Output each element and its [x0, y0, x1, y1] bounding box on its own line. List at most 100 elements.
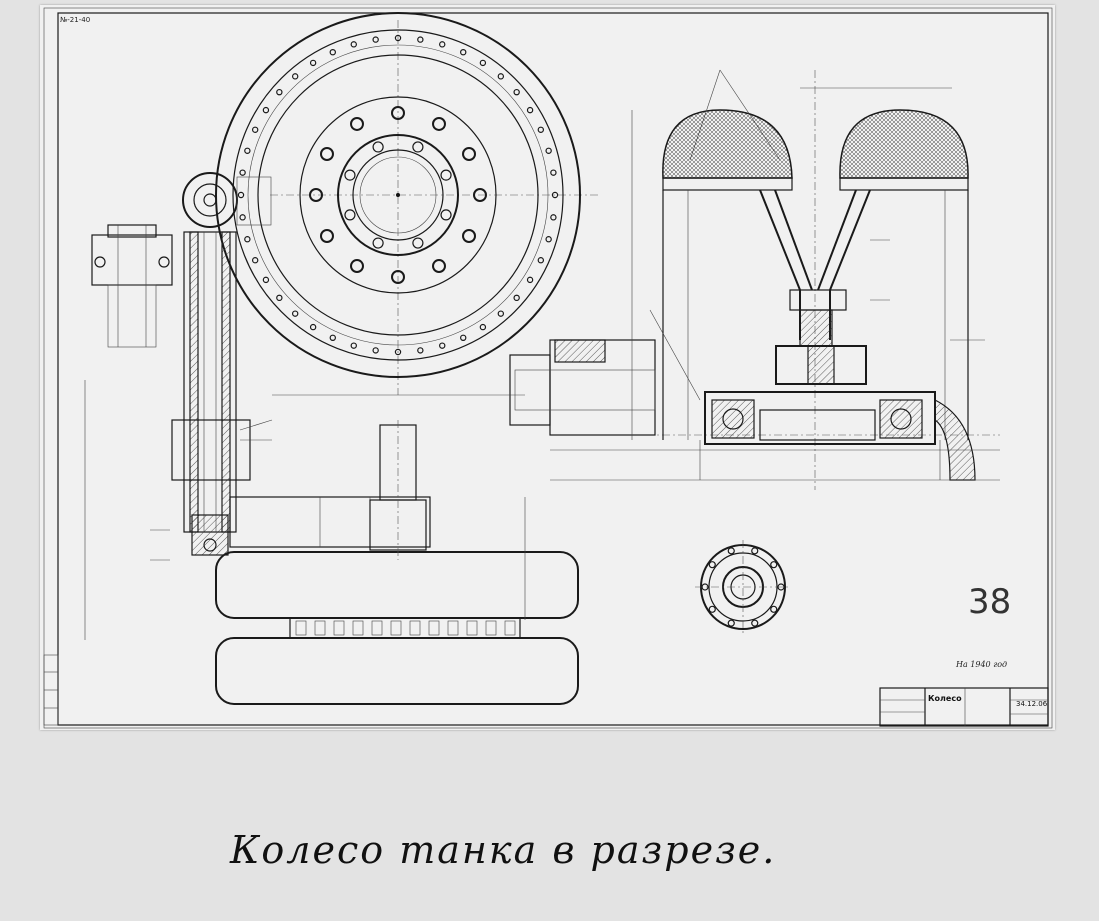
- rim-hole: [439, 342, 446, 349]
- dimension-lines: [84, 87, 952, 640]
- hub-bolt: [462, 229, 477, 243]
- hub-bolt: [432, 116, 446, 131]
- photo-caption: Колесо танка в разрезе.: [230, 828, 777, 872]
- rim-hole: [417, 347, 424, 354]
- ring-lug: [751, 619, 759, 627]
- hub-bolt: [473, 188, 487, 202]
- hub-bolt: [391, 106, 405, 120]
- hub-bolt: [319, 229, 334, 243]
- track-guide: [447, 620, 459, 636]
- sheet-frame-inner: [43, 7, 1053, 729]
- rim-bolt-holes: [237, 34, 559, 356]
- track-guide: [295, 620, 307, 636]
- handwritten-number: 38: [968, 582, 1012, 622]
- rim-hole: [372, 36, 379, 43]
- rim-hole: [276, 294, 283, 302]
- rim-hole: [545, 147, 552, 154]
- rim-hole: [309, 323, 317, 331]
- detail-ring-view: [695, 540, 791, 634]
- ring-lug: [751, 547, 759, 555]
- rim-hole: [350, 342, 357, 349]
- ring-lugs: [701, 547, 785, 627]
- wheel-cross-section: [509, 70, 1000, 490]
- wheel-front-view: [215, 12, 600, 395]
- rim-hole: [479, 323, 487, 331]
- ring-lug: [770, 561, 778, 569]
- rim-hole: [372, 347, 379, 354]
- ring-lug: [770, 605, 778, 613]
- revision-column: [43, 654, 59, 726]
- disc-bolts: [344, 141, 452, 249]
- rim-hole: [526, 106, 534, 114]
- hub-bolt: [432, 259, 446, 274]
- rim-hole: [439, 41, 446, 48]
- disc-bolt: [440, 209, 452, 221]
- ring-lug: [777, 583, 785, 591]
- rim-hole: [551, 191, 559, 199]
- rim-hole: [276, 88, 283, 96]
- disc-bolt: [412, 237, 424, 249]
- ring-lug: [708, 605, 716, 613]
- rim-hole: [239, 169, 246, 176]
- track-guide: [428, 620, 440, 636]
- title-block-name: Колесо: [928, 694, 962, 703]
- rim-hole: [291, 310, 299, 317]
- rim-hole: [251, 257, 259, 264]
- disc-bolt: [412, 141, 424, 153]
- rim-hole: [417, 36, 424, 43]
- title-block-code: 34.12.06: [1016, 700, 1048, 708]
- track-guide: [333, 620, 345, 636]
- rim-hole: [497, 310, 505, 317]
- hub-bolt: [319, 147, 334, 161]
- hub-bolt: [350, 116, 364, 131]
- ring-lug: [727, 547, 735, 555]
- track-guide: [466, 620, 478, 636]
- rim-hole: [526, 276, 534, 284]
- rim-hole: [394, 34, 402, 42]
- rim-hole: [545, 236, 552, 243]
- rim-hole: [329, 48, 336, 56]
- ring-lug: [701, 583, 709, 591]
- disc-bolt: [344, 169, 356, 181]
- ring-lug: [708, 561, 716, 569]
- rim-hole: [537, 126, 545, 133]
- detail-view-left: [91, 224, 173, 348]
- disc-bolt: [372, 141, 384, 153]
- rim-hole: [262, 276, 270, 284]
- rim-hole: [291, 73, 299, 80]
- track-guide: [314, 620, 326, 636]
- track-guide: [485, 620, 497, 636]
- rim-hole: [513, 88, 520, 96]
- handwritten-note: На 1940 год: [956, 660, 1008, 669]
- rim-hole: [394, 348, 402, 356]
- rim-hole: [237, 191, 245, 199]
- disc-bolt: [440, 169, 452, 181]
- hub-bolt: [462, 147, 477, 161]
- rim-hole: [329, 334, 336, 342]
- rim-hole: [460, 334, 467, 342]
- hub-bolts: [309, 106, 487, 284]
- hub-bolt: [350, 259, 364, 274]
- rim-hole: [251, 126, 259, 133]
- rim-hole: [309, 59, 317, 67]
- rim-hole: [550, 214, 557, 221]
- rim-hole: [244, 147, 251, 154]
- rim-hole: [513, 294, 520, 302]
- track-guide: [409, 620, 421, 636]
- track-guide: [371, 620, 383, 636]
- sheet-number: №-21-40: [60, 16, 91, 24]
- ring-lug: [727, 619, 735, 627]
- rim-hole: [350, 41, 357, 48]
- hub-bolt: [391, 270, 405, 284]
- rim-hole: [244, 236, 251, 243]
- rim-hole: [537, 257, 545, 264]
- hub-bolt: [309, 188, 323, 202]
- rim-hole: [497, 73, 505, 80]
- leader-lines: [150, 69, 985, 561]
- track-guide: [504, 620, 516, 636]
- suspension-arm: [171, 172, 431, 556]
- rim-hole: [262, 106, 270, 114]
- rim-hole: [460, 48, 467, 56]
- rim-hole: [550, 169, 557, 176]
- rim-hole: [239, 214, 246, 221]
